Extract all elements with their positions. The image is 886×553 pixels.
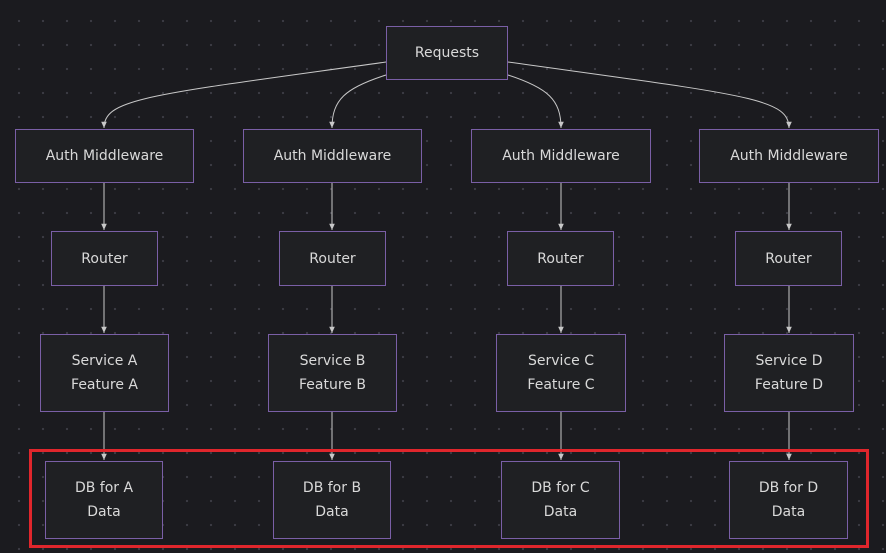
router-node-d[interactable]: Router <box>735 231 842 286</box>
db-node-a[interactable]: DB for A Data <box>45 461 163 539</box>
requests-label: Requests <box>414 45 480 61</box>
db-node-d[interactable]: DB for D Data <box>729 461 848 539</box>
data-label: Data <box>771 504 806 520</box>
data-label: Data <box>543 504 578 520</box>
router-node-a[interactable]: Router <box>51 231 158 286</box>
feature-label: Feature B <box>299 377 366 393</box>
auth-middleware-node-b[interactable]: Auth Middleware <box>243 129 422 183</box>
service-name-label: Service D <box>755 353 823 369</box>
service-node-c[interactable]: Service C Feature C <box>496 334 626 412</box>
requests-node[interactable]: Requests <box>386 26 508 80</box>
service-node-a[interactable]: Service A Feature A <box>40 334 169 412</box>
service-name-label: Service B <box>299 353 366 369</box>
service-node-d[interactable]: Service D Feature D <box>724 334 854 412</box>
edge-requests-to-auth-a <box>101 61 387 129</box>
service-name-label: Service C <box>528 353 594 369</box>
router-label: Router <box>537 250 584 267</box>
db-name-label: DB for B <box>302 480 362 496</box>
feature-label: Feature A <box>71 377 138 393</box>
db-node-b[interactable]: DB for B Data <box>273 461 391 539</box>
router-label: Router <box>309 250 356 267</box>
feature-label: Feature C <box>527 377 595 393</box>
router-label: Router <box>81 250 128 267</box>
db-name-label: DB for C <box>531 480 590 496</box>
db-name-label: DB for A <box>74 480 134 496</box>
service-node-b[interactable]: Service B Feature B <box>268 334 397 412</box>
edge-requests-to-auth-c <box>507 74 564 129</box>
router-node-c[interactable]: Router <box>507 231 614 286</box>
auth-middleware-label: Auth Middleware <box>730 148 848 164</box>
auth-middleware-label: Auth Middleware <box>502 148 620 164</box>
service-name-label: Service A <box>71 353 138 369</box>
data-label: Data <box>315 504 349 520</box>
data-label: Data <box>87 504 121 520</box>
auth-middleware-node-a[interactable]: Auth Middleware <box>15 129 194 183</box>
auth-middleware-label: Auth Middleware <box>45 148 164 164</box>
db-row-highlight-frame <box>29 449 869 548</box>
edge-requests-to-auth-d <box>507 61 792 129</box>
db-node-c[interactable]: DB for C Data <box>501 461 620 539</box>
edge-requests-to-auth-b <box>329 74 387 129</box>
feature-label: Feature D <box>754 377 824 393</box>
auth-middleware-node-d[interactable]: Auth Middleware <box>699 129 879 183</box>
db-name-label: DB for D <box>758 480 819 496</box>
router-label: Router <box>765 250 812 267</box>
auth-middleware-node-c[interactable]: Auth Middleware <box>471 129 651 183</box>
auth-middleware-label: Auth Middleware <box>273 148 392 164</box>
router-node-b[interactable]: Router <box>279 231 386 286</box>
